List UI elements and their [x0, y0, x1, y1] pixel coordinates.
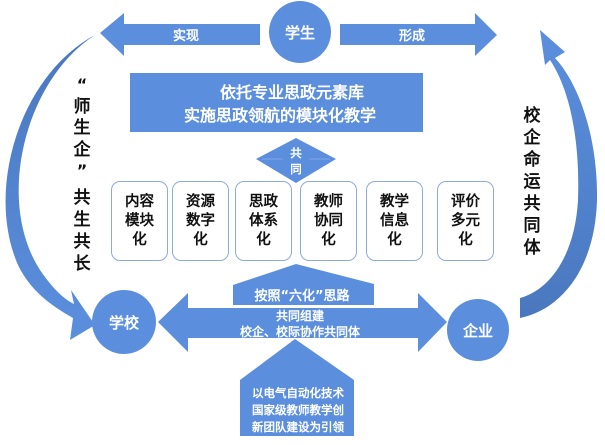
lead-pentagon: 以电气自动化技术 国家级教师教学创 新团队建设为引领 — [240, 339, 354, 436]
left-char: 师 — [74, 96, 91, 117]
double-arrow-line-2: 校企、校际协作共同体 — [240, 324, 361, 339]
student-node: 学生 — [269, 1, 331, 63]
right-char: 企 — [523, 127, 542, 148]
box-content-modular: 内容 模块 化 — [111, 181, 168, 261]
right-char: 命 — [523, 149, 542, 170]
together-diamond: 共 同 — [256, 138, 336, 183]
lead-line-3: 新团队建设为引领 — [252, 420, 344, 434]
banner-line-1: 依托专业思政元素库 — [220, 83, 364, 102]
enterprise-label: 企业 — [462, 322, 493, 340]
right-curved-arrow — [520, 30, 598, 318]
diamond-line-2: 同 — [290, 162, 302, 176]
double-arrow-line-1: 共同组建 — [276, 308, 325, 323]
box-ideology-systematic: 思政 体系 化 — [235, 181, 292, 261]
left-char: 长 — [74, 253, 92, 274]
left-char: 共 — [74, 232, 91, 252]
main-banner: 依托专业思政元素库 实施思政领航的模块化教学 — [130, 73, 423, 132]
enterprise-node: 企业 — [447, 299, 509, 361]
banner-line-2: 实施思政领航的模块化教学 — [184, 106, 376, 125]
realize-label: 实现 — [173, 28, 199, 44]
lead-line-1: 以电气自动化技术 — [252, 386, 344, 400]
lead-line-2: 国家级教师教学创 — [252, 403, 344, 417]
school-node: 学校 — [92, 290, 156, 354]
student-label: 学生 — [285, 24, 315, 42]
co-build-double-arrow: 共同组建 校企、校际协作共同体 — [158, 293, 447, 352]
right-char: 体 — [524, 237, 542, 258]
left-char: ” — [77, 161, 88, 180]
left-char: “ — [77, 75, 88, 94]
box-evaluation-diversified: 评价 多元 化 — [437, 181, 494, 261]
left-vertical-text: “ 师 生 企 ” 共 生 共 长 — [73, 75, 92, 274]
form-arrow: 形成 — [340, 13, 497, 56]
box-teacher-collaborative: 教师 协同 化 — [300, 181, 357, 261]
right-char: 运 — [524, 172, 541, 192]
left-char: 生 — [74, 117, 91, 138]
left-char: 生 — [74, 209, 91, 230]
right-vertical-text: 校 企 命 运 共 同 体 — [523, 105, 542, 258]
box-resource-digital: 资源 数字 化 — [172, 181, 229, 261]
right-char: 同 — [524, 216, 541, 236]
left-curved-arrow — [5, 35, 95, 340]
six-path-pentagon: 按照“六化”思路 — [233, 264, 374, 305]
diamond-line-1: 共 — [290, 146, 302, 160]
left-char: 企 — [73, 139, 92, 160]
realize-arrow: 实现 — [100, 13, 260, 56]
right-char: 共 — [524, 194, 541, 214]
left-char: 共 — [74, 188, 91, 208]
six-path-label: 按照“六化”思路 — [254, 288, 350, 304]
right-char: 校 — [524, 105, 542, 126]
box-teaching-informatized: 教学 信息 化 — [366, 181, 423, 261]
form-label: 形成 — [399, 28, 425, 44]
school-label: 学校 — [109, 314, 140, 332]
